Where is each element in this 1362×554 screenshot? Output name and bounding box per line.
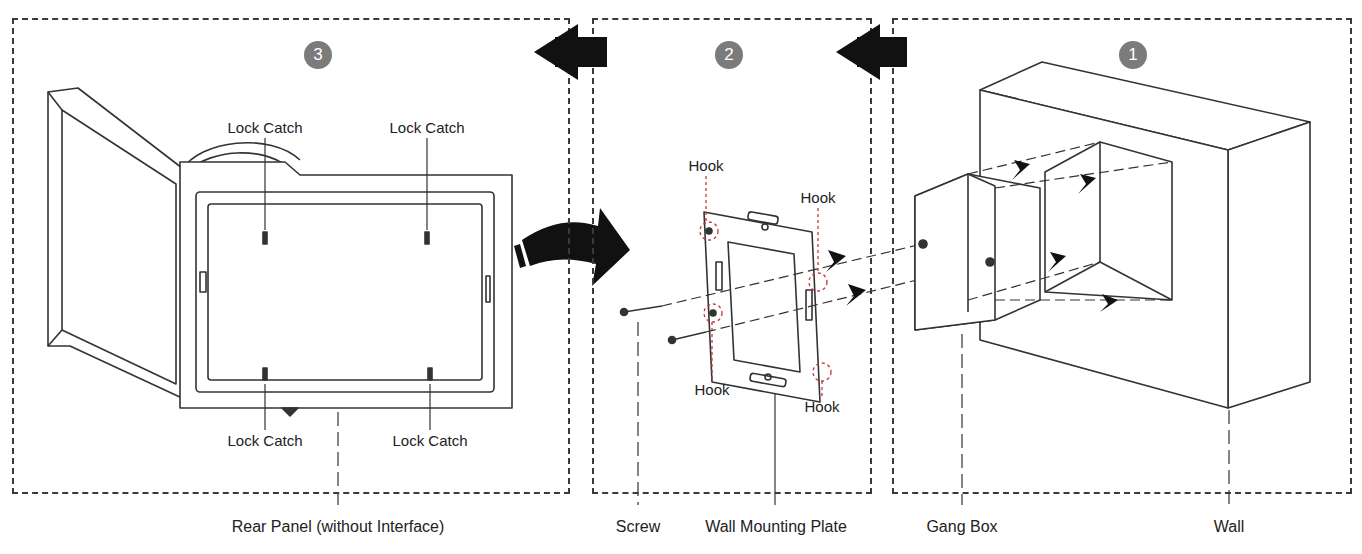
callout-number: 3: [304, 41, 332, 69]
part-label: Hook: [804, 398, 839, 416]
step-panel: 3: [12, 18, 570, 494]
step-arrow: [872, 37, 892, 67]
part-label: Screw: [616, 518, 660, 536]
gang-box: [915, 174, 1040, 330]
callout-number: 1: [1119, 41, 1147, 69]
hook-markers: [700, 176, 831, 398]
screws: [621, 306, 707, 344]
step-arrow: [570, 37, 592, 67]
part-label: Hook: [688, 157, 723, 175]
part-label: Wall: [1214, 518, 1245, 536]
part-label: Lock Catch: [227, 432, 302, 450]
rear-panel: [180, 162, 512, 416]
rotate-arrow: [514, 208, 630, 286]
part-label: Rear Panel (without Interface): [232, 518, 445, 536]
part-label: Hook: [800, 189, 835, 207]
direction-darts: [826, 250, 866, 306]
step-panel: 2: [592, 18, 872, 494]
part-label: Lock Catch: [227, 119, 302, 137]
part-label: Wall Mounting Plate: [705, 518, 847, 536]
callout-number: 2: [715, 41, 743, 69]
part-label: Gang Box: [926, 518, 997, 536]
wall-mounting-plate: [704, 211, 820, 402]
part-label: Hook: [694, 381, 729, 399]
insert-paths: [968, 142, 1172, 300]
insert-darts: [1012, 160, 1118, 312]
part-label: Lock Catch: [392, 432, 467, 450]
step-panel: 1: [892, 18, 1352, 494]
part-label: Lock Catch: [389, 119, 464, 137]
